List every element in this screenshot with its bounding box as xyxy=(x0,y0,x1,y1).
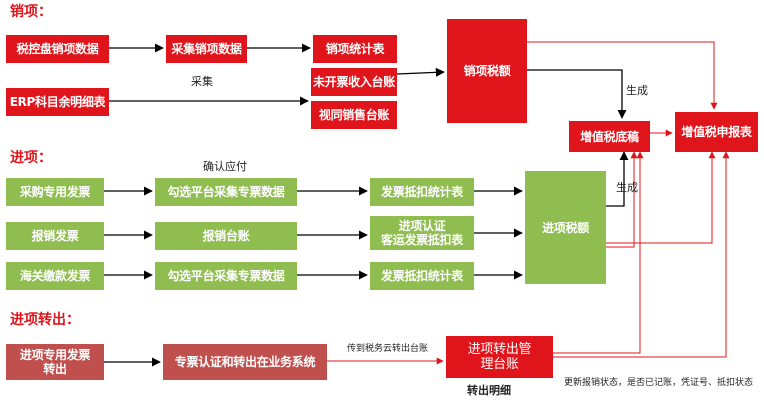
line-ledger-to-return xyxy=(553,151,730,358)
arrow-sales-tax-to-draft xyxy=(527,69,627,119)
box-sales-tax: 销项税额 xyxy=(447,19,527,123)
box-customs-invoice: 海关缴款发票 xyxy=(6,262,104,290)
label-generate-2: 生成 xyxy=(616,181,638,194)
section-title-sales: 销项： xyxy=(10,4,52,20)
box-reimburse-invoice: 报销发票 xyxy=(6,222,104,250)
box-select-platform-2: 勾选平台采集专票数据 xyxy=(155,262,297,290)
line-ledger-to-draft xyxy=(553,151,644,354)
arrow-input-tax-to-draft xyxy=(606,151,629,207)
box-cert-transfer: 专票认证和转出在业务系统 xyxy=(163,344,327,380)
arrow-ledgers-to-sales-tax xyxy=(396,67,445,77)
line-input-tax-to-return xyxy=(606,151,716,244)
box-sales-stats: 销项统计表 xyxy=(313,35,397,63)
label-confirm-payable: 确认应付 xyxy=(203,160,247,173)
box-transfer-ledger: 进项转出管 理台账 xyxy=(446,336,553,378)
box-input-cert: 进项认证 客运发票抵扣表 xyxy=(370,216,474,250)
label-generate-1: 生成 xyxy=(626,84,648,97)
box-deduct-stats-2: 发票抵扣统计表 xyxy=(370,262,474,290)
label-collect: 采集 xyxy=(191,75,213,88)
label-update-status: 更新报销状态，是否已记账，凭证号、抵扣状态 xyxy=(564,378,754,388)
label-upload-cloud: 传到税务云转出台账 xyxy=(347,344,429,354)
label-transfer-detail: 转出明细 xyxy=(467,384,511,397)
box-vat-draft: 增值税底稿 xyxy=(569,121,650,152)
line-sales-tax-to-return xyxy=(527,41,718,110)
box-deemed-sales-ledger: 视同销售台账 xyxy=(311,101,397,129)
section-title-input: 进项： xyxy=(10,150,52,166)
line-input-tax-to-draft-red xyxy=(606,151,638,248)
box-deduct-stats-1: 发票抵扣统计表 xyxy=(370,178,474,206)
box-erp-balance: ERP科目余明细表 xyxy=(6,88,109,116)
box-uninvoiced-ledger: 未开票收入台账 xyxy=(311,68,397,96)
box-input-tax: 进项税额 xyxy=(525,171,606,284)
box-purchase-special-invoice: 采购专用发票 xyxy=(6,178,104,206)
box-input-special-transfer: 进项专用发票 转出 xyxy=(6,344,104,380)
box-collect-sales: 采集销项数据 xyxy=(166,35,247,63)
box-vat-return: 增值税申报表 xyxy=(675,112,758,152)
box-tax-control-sales: 税控盘销项数据 xyxy=(6,35,109,63)
box-select-platform-1: 勾选平台采集专票数据 xyxy=(155,178,297,206)
box-reimburse-ledger: 报销台账 xyxy=(155,222,297,250)
section-title-transfer: 进项转出： xyxy=(10,312,80,328)
